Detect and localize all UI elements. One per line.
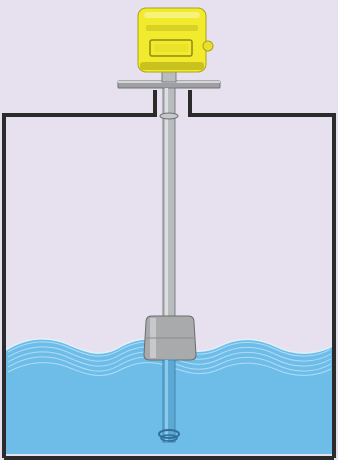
tank bbox=[2, 90, 336, 460]
cable-gland bbox=[202, 40, 214, 52]
upper-stop-ring bbox=[159, 112, 179, 120]
float bbox=[143, 315, 197, 361]
guide-tube bbox=[159, 87, 179, 317]
submerged-tube bbox=[158, 359, 180, 443]
transmitter-head bbox=[137, 7, 214, 83]
lower-stop-ring bbox=[158, 429, 180, 439]
